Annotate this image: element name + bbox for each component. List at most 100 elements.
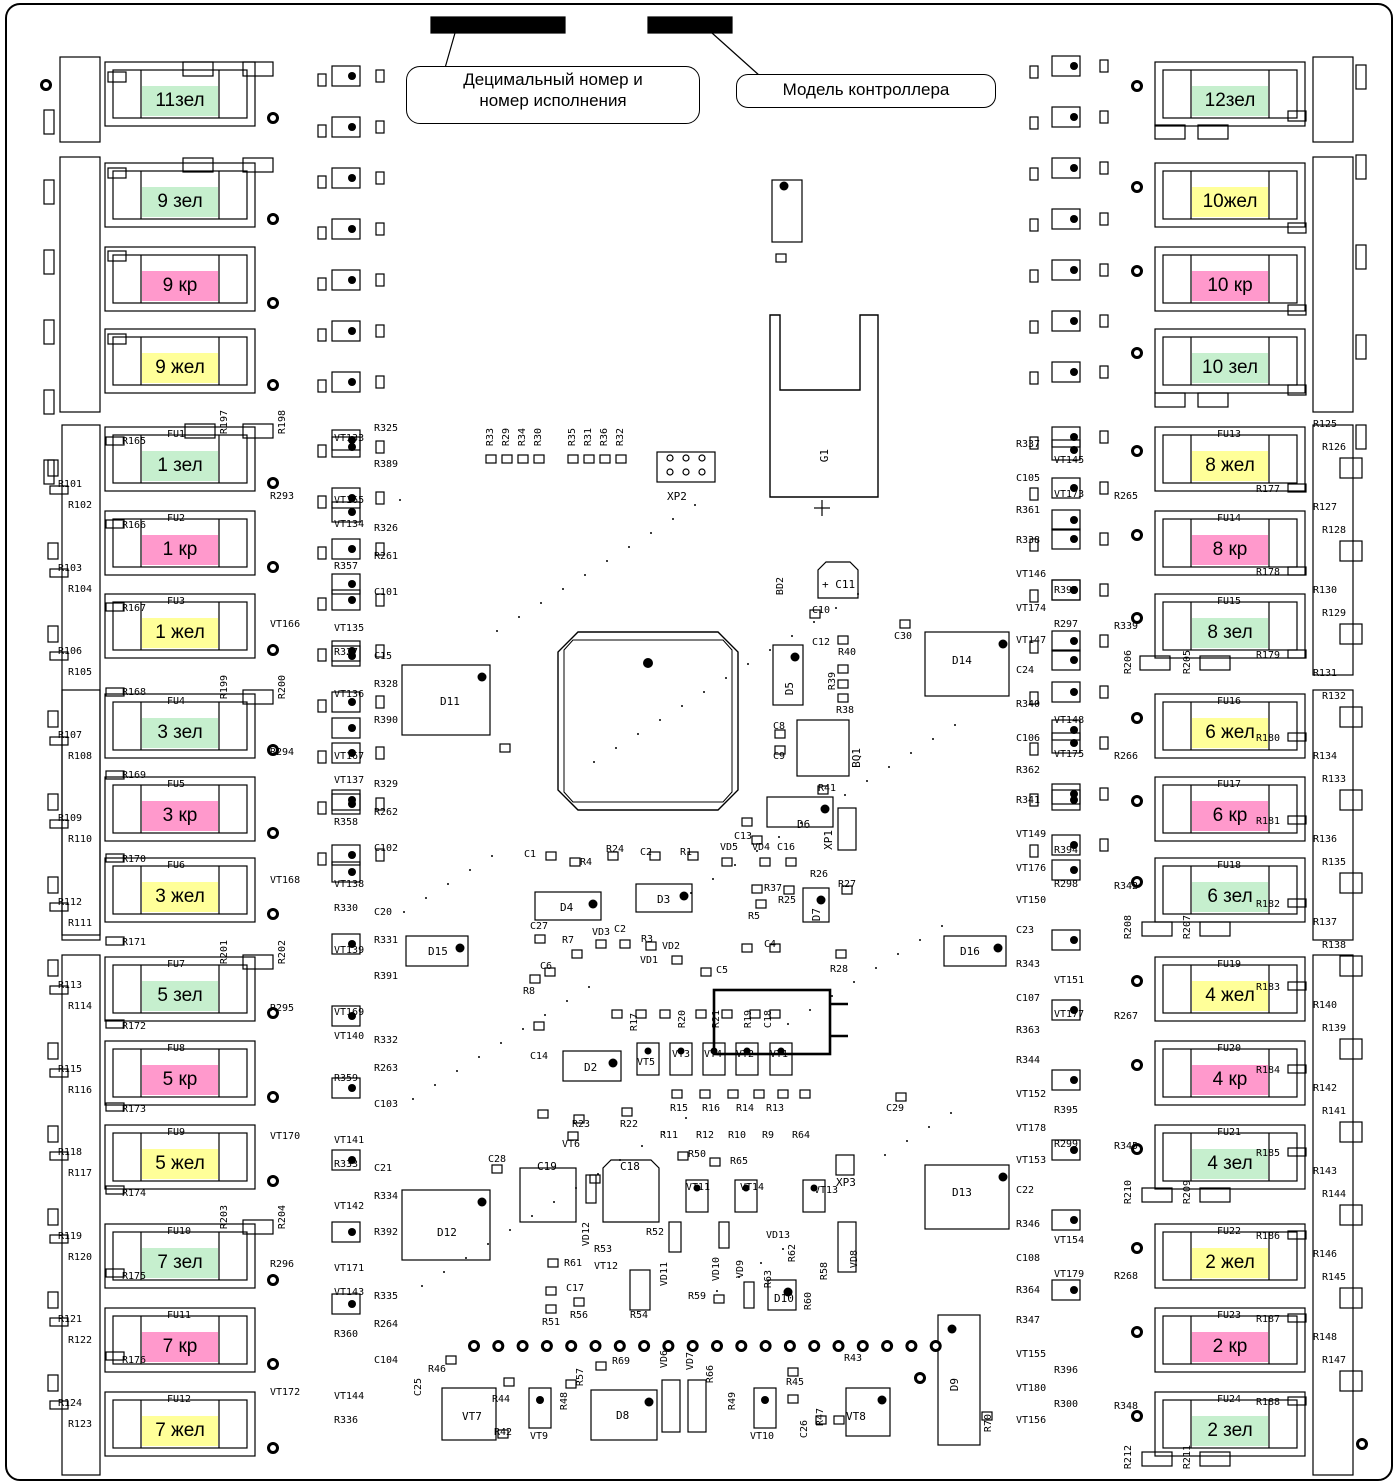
right-fuse-10-body — [1162, 964, 1298, 1014]
ref-center: VT4 — [704, 1049, 723, 1060]
right-fuse-3-holder — [1154, 328, 1306, 394]
right-fuse-4-color-swatch — [1192, 451, 1268, 481]
right-vt-lower-dot — [1070, 936, 1078, 944]
right-vt-dot — [1070, 164, 1078, 172]
component-pin1-dot — [816, 895, 826, 905]
ref-designator: R202 — [277, 940, 288, 965]
via — [703, 691, 705, 693]
smd-pad — [700, 967, 712, 977]
ref-designator: R133 — [1322, 774, 1347, 785]
mounting-hole — [1131, 712, 1143, 724]
via — [681, 705, 683, 707]
fuse-designator: FU16 — [1217, 696, 1242, 707]
mounting-hole — [1131, 795, 1143, 807]
vt-lower-dot — [693, 1184, 701, 1192]
smd-pad — [783, 885, 795, 895]
ref-center: R17 — [629, 1013, 640, 1032]
component-d15 — [405, 935, 469, 967]
left-vt-pad — [375, 324, 385, 338]
ref-designator: R264 — [374, 1319, 399, 1330]
ref-designator: R168 — [122, 686, 147, 698]
ref-designator: R127 — [1313, 502, 1338, 513]
component-vt7 — [441, 1387, 497, 1441]
component-d11 — [401, 664, 491, 736]
component-label-d11: D11 — [440, 695, 460, 708]
fuse-label: 1 жел — [155, 622, 205, 643]
via — [663, 1131, 665, 1133]
ref-designator: VT138 — [334, 879, 365, 890]
ref-designator: R120 — [68, 1251, 93, 1263]
left-pad — [49, 1151, 69, 1161]
left-fuse-4-body — [112, 434, 248, 484]
diode-0 — [661, 1379, 681, 1433]
left-fuse-10-holder — [104, 956, 256, 1022]
ref-designator: C23 — [1016, 925, 1035, 936]
ref-designator: R185 — [1256, 1148, 1281, 1159]
via — [522, 1028, 524, 1030]
smd-pad — [713, 1294, 725, 1304]
left-pad — [49, 736, 69, 746]
left-connector-0 — [59, 56, 101, 143]
ref-designator: VT174 — [1016, 603, 1047, 614]
component-pin1-dot — [877, 1395, 887, 1405]
ref-designator: R124 — [58, 1397, 83, 1409]
ref-center: VT9 — [530, 1431, 549, 1442]
ref-center: R28 — [830, 964, 849, 975]
left-vt-lower — [331, 861, 361, 883]
fuse-designator: FU20 — [1217, 1043, 1242, 1054]
left-vt-lower — [331, 501, 361, 523]
header-pin — [832, 1340, 845, 1352]
ref-designator: R294 — [270, 747, 295, 758]
left-pad — [105, 519, 125, 529]
ref-designator: VT155 — [1016, 1349, 1047, 1360]
via — [469, 869, 471, 871]
right-pad — [1339, 1038, 1363, 1060]
ref-center: R56 — [570, 1310, 589, 1321]
left-pad — [47, 1374, 59, 1392]
fuse-label: 1 кр — [162, 539, 198, 560]
via — [800, 822, 802, 824]
via — [875, 967, 877, 969]
smd-pad — [545, 851, 557, 861]
left-vt-lower-dot — [348, 508, 356, 516]
right-vt-dot — [1070, 535, 1078, 543]
fuse-label: 4 кр — [1212, 1069, 1248, 1090]
right-fuse-7-body — [1162, 701, 1298, 751]
component-xp1 — [837, 807, 857, 851]
smd-pad — [981, 1411, 993, 1421]
via — [637, 733, 639, 735]
smd-pad — [751, 835, 763, 845]
via — [760, 1262, 762, 1264]
ref-designator: R298 — [1054, 879, 1079, 890]
ref-designator: R393 — [1054, 585, 1079, 596]
left-vt-dot — [348, 443, 356, 451]
component-pin1-dot — [998, 639, 1008, 649]
right-pad — [1287, 1064, 1307, 1074]
right-fuse-8-body — [1162, 784, 1298, 834]
right-vt — [1051, 426, 1081, 448]
mounting-hole — [267, 213, 279, 225]
fuse-designator: FU7 — [167, 959, 186, 970]
ref-designator: R199 — [219, 675, 230, 700]
left-pad — [47, 459, 59, 477]
ref-designator: R347 — [1016, 1315, 1041, 1326]
ref-center: R54 — [630, 1310, 649, 1321]
right-fuse-2-color-swatch — [1192, 271, 1268, 301]
fuse-label: 7 жел — [155, 1420, 205, 1441]
fuse-label: 12зел — [1204, 90, 1256, 111]
via — [672, 518, 674, 520]
left-fuse-6-color-swatch — [142, 618, 218, 648]
top-crystal — [771, 179, 803, 243]
right-vt — [1051, 732, 1081, 754]
ref-designator: R179 — [1256, 650, 1281, 661]
vt-mid-dot — [743, 1047, 751, 1055]
ref-designator: R129 — [1322, 608, 1347, 619]
ref-designator: R340 — [1016, 699, 1041, 710]
component-pin1-dot — [820, 804, 830, 814]
smd-pad — [671, 1089, 683, 1099]
left-fuse-5-color-swatch — [142, 535, 218, 565]
left-vt-dot — [348, 545, 356, 553]
header-pin — [492, 1340, 505, 1352]
right-fuse-6-body — [1162, 601, 1298, 651]
right-vt-lower-dot — [1070, 1146, 1078, 1154]
